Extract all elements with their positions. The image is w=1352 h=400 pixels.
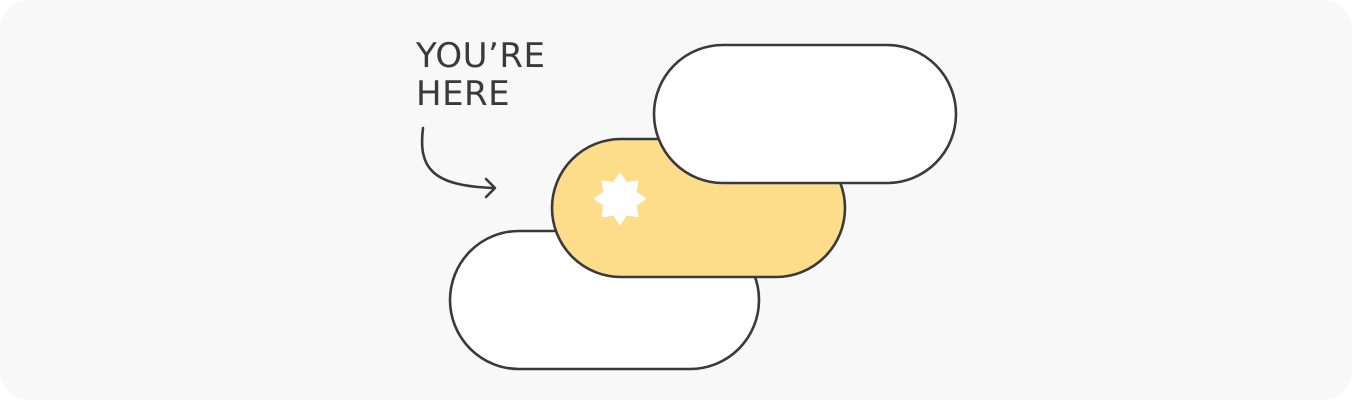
label-line-1: YOU’RE xyxy=(415,36,545,76)
badge-star-icon xyxy=(593,172,647,226)
upper-step-pill xyxy=(652,43,958,185)
pointer-arrow-icon xyxy=(420,126,497,199)
label-line-2: HERE xyxy=(416,74,510,114)
